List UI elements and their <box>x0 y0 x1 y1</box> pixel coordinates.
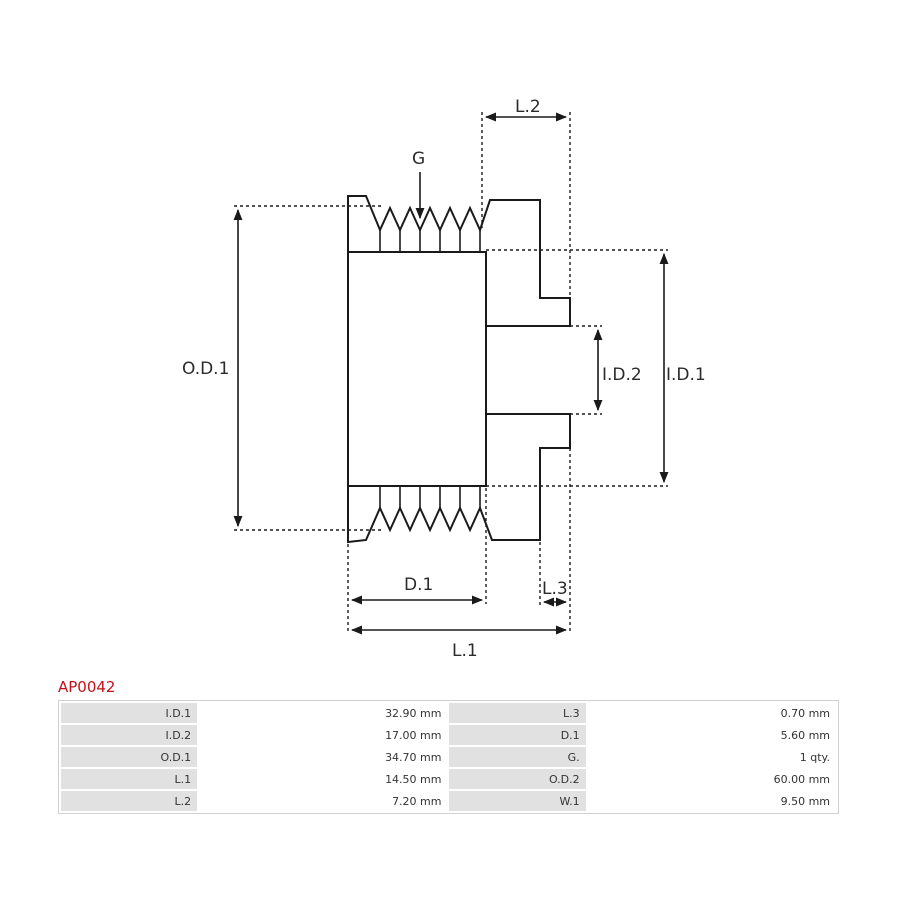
spec-key: L.1 <box>61 769 198 789</box>
spec-value: 9.50 mm <box>587 791 836 811</box>
part-code: AP0042 <box>58 678 116 696</box>
spec-value: 60.00 mm <box>587 769 836 789</box>
spec-value: 1 qty. <box>587 747 836 767</box>
table-row: L.2 7.20 mm W.1 9.50 mm <box>61 791 836 811</box>
label-g: G <box>412 149 425 169</box>
extension-lines <box>234 112 668 634</box>
label-id1: I.D.1 <box>666 365 706 385</box>
table-row: O.D.1 34.70 mm G. 1 qty. <box>61 747 836 767</box>
spec-key: D.1 <box>449 725 586 745</box>
table-row: L.1 14.50 mm O.D.2 60.00 mm <box>61 769 836 789</box>
spec-value: 14.50 mm <box>199 769 448 789</box>
label-l1: L.1 <box>452 641 478 661</box>
spec-value: 34.70 mm <box>199 747 448 767</box>
spec-value: 17.00 mm <box>199 725 448 745</box>
spec-value: 5.60 mm <box>587 725 836 745</box>
label-l3: L.3 <box>542 579 568 599</box>
spec-value: 32.90 mm <box>199 703 448 723</box>
label-l2: L.2 <box>515 97 541 117</box>
label-d1: D.1 <box>404 575 433 595</box>
spec-value: 0.70 mm <box>587 703 836 723</box>
spec-key: I.D.2 <box>61 725 198 745</box>
pulley-technical-drawing: G O.D.1 I.D.1 I.D.2 L.2 D.1 L.3 L.1 <box>182 97 706 661</box>
groove-lines <box>379 230 481 508</box>
spec-table: I.D.1 32.90 mm L.3 0.70 mm I.D.2 17.00 m… <box>58 700 839 814</box>
label-od1: O.D.1 <box>182 359 229 379</box>
label-id2: I.D.2 <box>602 365 642 385</box>
pulley-hub-block <box>347 251 487 487</box>
spec-key: G. <box>449 747 586 767</box>
pulley-body-outline <box>347 195 571 544</box>
spec-key: O.D.1 <box>61 747 198 767</box>
spec-key: O.D.2 <box>449 769 586 789</box>
spec-value: 7.20 mm <box>199 791 448 811</box>
spec-key: L.3 <box>449 703 586 723</box>
table-row: I.D.2 17.00 mm D.1 5.60 mm <box>61 725 836 745</box>
spec-key: L.2 <box>61 791 198 811</box>
spec-key: I.D.1 <box>61 703 198 723</box>
dimension-arrows <box>233 112 669 635</box>
table-row: I.D.1 32.90 mm L.3 0.70 mm <box>61 703 836 723</box>
spec-key: W.1 <box>449 791 586 811</box>
